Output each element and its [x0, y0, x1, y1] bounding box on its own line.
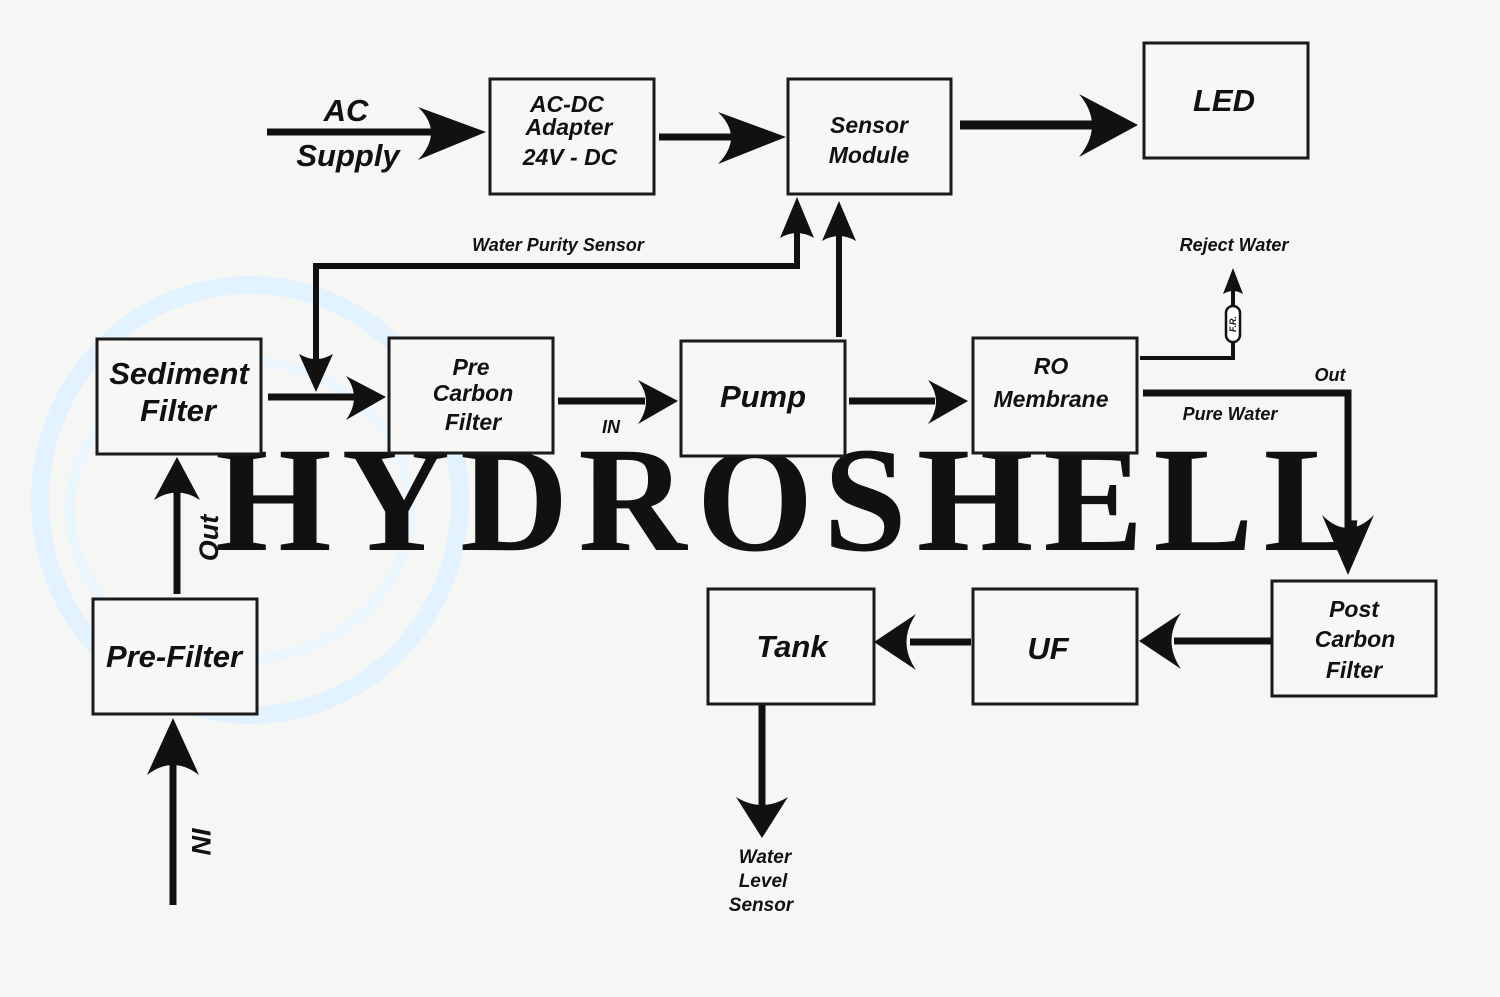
- pump-block: Pump: [679, 339, 847, 458]
- tank-block: Tank: [706, 587, 876, 706]
- pre-filter-box: [91, 597, 259, 716]
- post-carbon-filter-block: Post Carbon Filter: [1270, 579, 1438, 698]
- pump-to-ro-arrowhead: [928, 380, 968, 424]
- prefilter-to-sediment-arrowhead: [154, 457, 200, 500]
- ro-membrane-box: [971, 336, 1139, 455]
- pre-filter-block: Pre-Filter: [91, 597, 259, 716]
- uf-block: UF: [971, 587, 1139, 706]
- ro-to-post-carbon-arrowhead: [1322, 515, 1374, 575]
- prefilter-in-label: IN: [186, 828, 216, 856]
- ac-supply-label-line2: Supply: [296, 138, 401, 173]
- reject-water-arrowhead: [1223, 268, 1243, 294]
- post-carbon-to-uf-arrowhead: [1139, 613, 1181, 669]
- post-carbon-filter-box: [1270, 579, 1438, 698]
- ro-out-label: Out: [1315, 365, 1347, 385]
- ro-membrane-label-line1: RO: [1034, 353, 1069, 379]
- pre-carbon-filter-box: [387, 336, 555, 455]
- pump-box: [679, 339, 847, 458]
- pump-in-label: IN: [602, 417, 621, 437]
- ac-supply-label-line1: AC: [323, 93, 369, 128]
- sensor-to-led-arrowhead: [1079, 94, 1138, 157]
- sediment-filter-block: Sediment Filter: [95, 337, 263, 456]
- adapter-label-line1: AC-DC: [529, 91, 604, 117]
- sensor-module-box: [786, 77, 953, 196]
- adapter-to-sensor-arrowhead: [718, 112, 786, 164]
- tank-label: Tank: [756, 629, 829, 664]
- led-box: [1142, 41, 1310, 160]
- adapter-label-line3: 24V - DC: [522, 144, 618, 170]
- ro-membrane-label-line2: Membrane: [993, 386, 1108, 412]
- adapter-block: AC-DC Adapter 24V - DC: [488, 77, 656, 196]
- uf-to-tank-arrowhead: [874, 614, 916, 670]
- post-carbon-filter-label-line3: Filter: [1326, 657, 1383, 683]
- sediment-filter-box: [95, 337, 263, 456]
- pre-carbon-filter-label-line3: Filter: [445, 409, 502, 435]
- pre-carbon-filter-block: Pre Carbon Filter: [387, 336, 555, 455]
- prefilter-out-label: Out: [194, 514, 224, 561]
- water-purity-sensor-down-arrowhead: [299, 354, 333, 392]
- uf-box: [971, 587, 1139, 706]
- connectors: F.R.: [147, 94, 1374, 905]
- tank-box: [706, 587, 876, 706]
- sensor-module-label-line1: Sensor: [830, 112, 909, 138]
- tank-to-level-sensor-arrowhead: [736, 797, 788, 838]
- pure-water-label: Pure Water: [1183, 404, 1279, 424]
- flow-restrictor-symbol: [1224, 304, 1242, 344]
- pre-carbon-filter-label-line2: Carbon: [433, 380, 514, 406]
- uf-label: UF: [1027, 631, 1069, 666]
- led-label: LED: [1193, 83, 1255, 118]
- adapter-label-line2: Adapter: [525, 114, 614, 140]
- ac-supply-arrowhead: [418, 107, 486, 160]
- adapter-box: [488, 77, 656, 196]
- led-block: LED: [1142, 41, 1310, 160]
- sediment-filter-label-line1: Sediment: [109, 356, 250, 391]
- post-carbon-filter-label-line2: Carbon: [1315, 626, 1396, 652]
- pump-to-sensor-arrowhead: [822, 201, 856, 241]
- water-purity-sensor-line: [313, 232, 800, 362]
- sediment-to-precarbon-arrowhead: [346, 376, 386, 420]
- inlet-to-prefilter-arrowhead: [147, 718, 199, 775]
- pump-label: Pump: [720, 379, 806, 414]
- water-purity-sensor-up-arrowhead: [780, 197, 814, 238]
- water-level-sensor-label-line1: Water: [739, 847, 793, 868]
- sensor-module-block: Sensor Module: [786, 77, 953, 196]
- water-purity-sensor-label: Water Purity Sensor: [472, 235, 645, 255]
- water-level-sensor-label-line3: Sensor: [729, 895, 795, 916]
- sediment-filter-label-line2: Filter: [140, 393, 218, 428]
- pre-filter-label: Pre-Filter: [106, 639, 244, 674]
- sensor-module-label-line2: Module: [829, 142, 910, 168]
- ro-to-post-carbon-line: [1143, 389, 1352, 545]
- ro-membrane-block: RO Membrane: [971, 336, 1139, 455]
- flow-restrictor-label: F.R.: [1228, 316, 1238, 332]
- water-level-sensor-label-line2: Level: [739, 871, 788, 892]
- reject-water-line: [1140, 290, 1235, 360]
- reject-water-label: Reject Water: [1180, 235, 1290, 255]
- pre-carbon-filter-label-line1: Pre: [452, 354, 489, 380]
- post-carbon-filter-label-line1: Post: [1329, 596, 1380, 622]
- precarbon-to-pump-arrowhead: [638, 380, 678, 424]
